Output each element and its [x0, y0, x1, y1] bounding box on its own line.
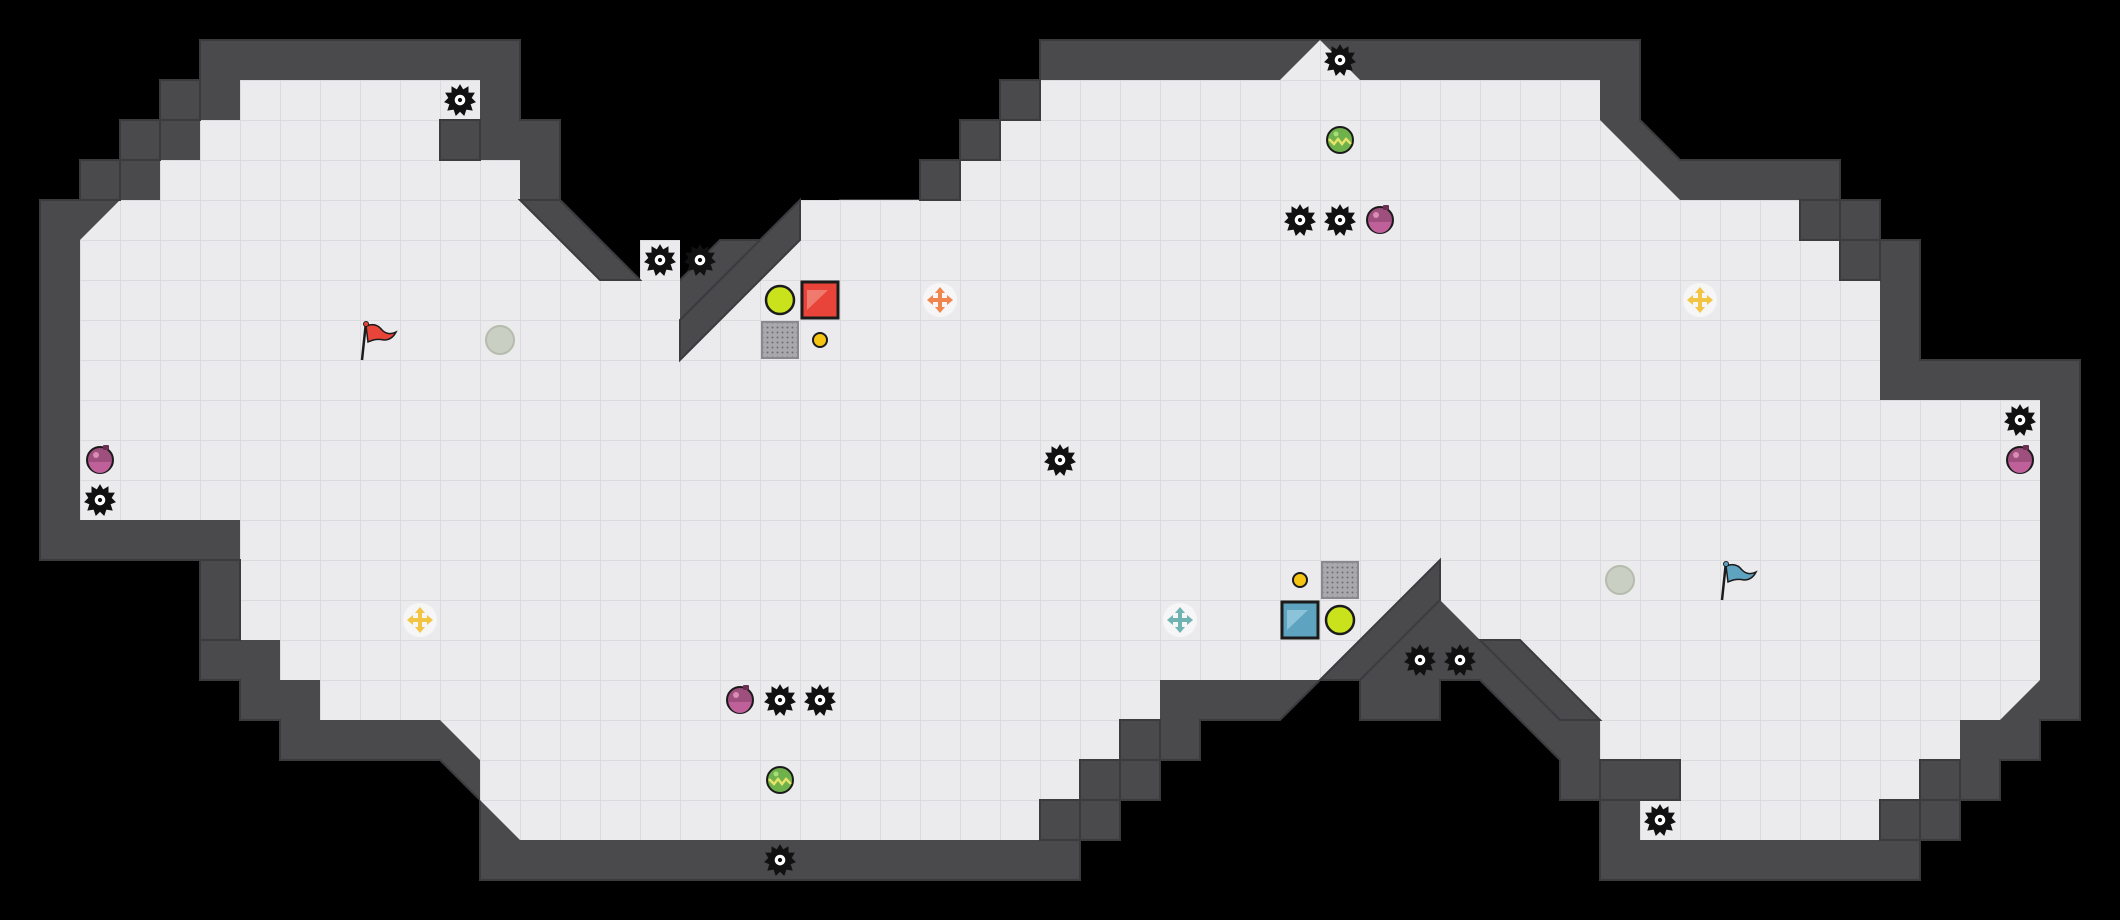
player-shine [807, 290, 828, 310]
ghost-circle-icon [1605, 565, 1635, 595]
red-player[interactable] [800, 280, 840, 320]
ball-icon[interactable] [1324, 604, 1356, 636]
red-flag-icon [360, 321, 398, 361]
vent-grate-icon [761, 321, 799, 359]
crosshair-icon[interactable] [403, 603, 437, 637]
vent-grate-icon [1321, 561, 1359, 599]
blue-flag-icon [1720, 561, 1758, 601]
wall-details [79, 79, 1961, 841]
ball-icon[interactable] [764, 284, 796, 316]
crosshair-icon[interactable] [1683, 283, 1717, 317]
blue-player[interactable] [1280, 600, 1320, 640]
coin-icon[interactable] [812, 332, 828, 348]
green-potion-icon[interactable] [1325, 125, 1355, 155]
player-shine [1287, 610, 1308, 630]
crosshair-icon[interactable] [923, 283, 957, 317]
coin-icon[interactable] [1292, 572, 1308, 588]
floor-area [80, 40, 2040, 840]
crosshair-icon[interactable] [1163, 603, 1197, 637]
ghost-circle-icon [485, 325, 515, 355]
green-potion-icon[interactable] [765, 765, 795, 795]
